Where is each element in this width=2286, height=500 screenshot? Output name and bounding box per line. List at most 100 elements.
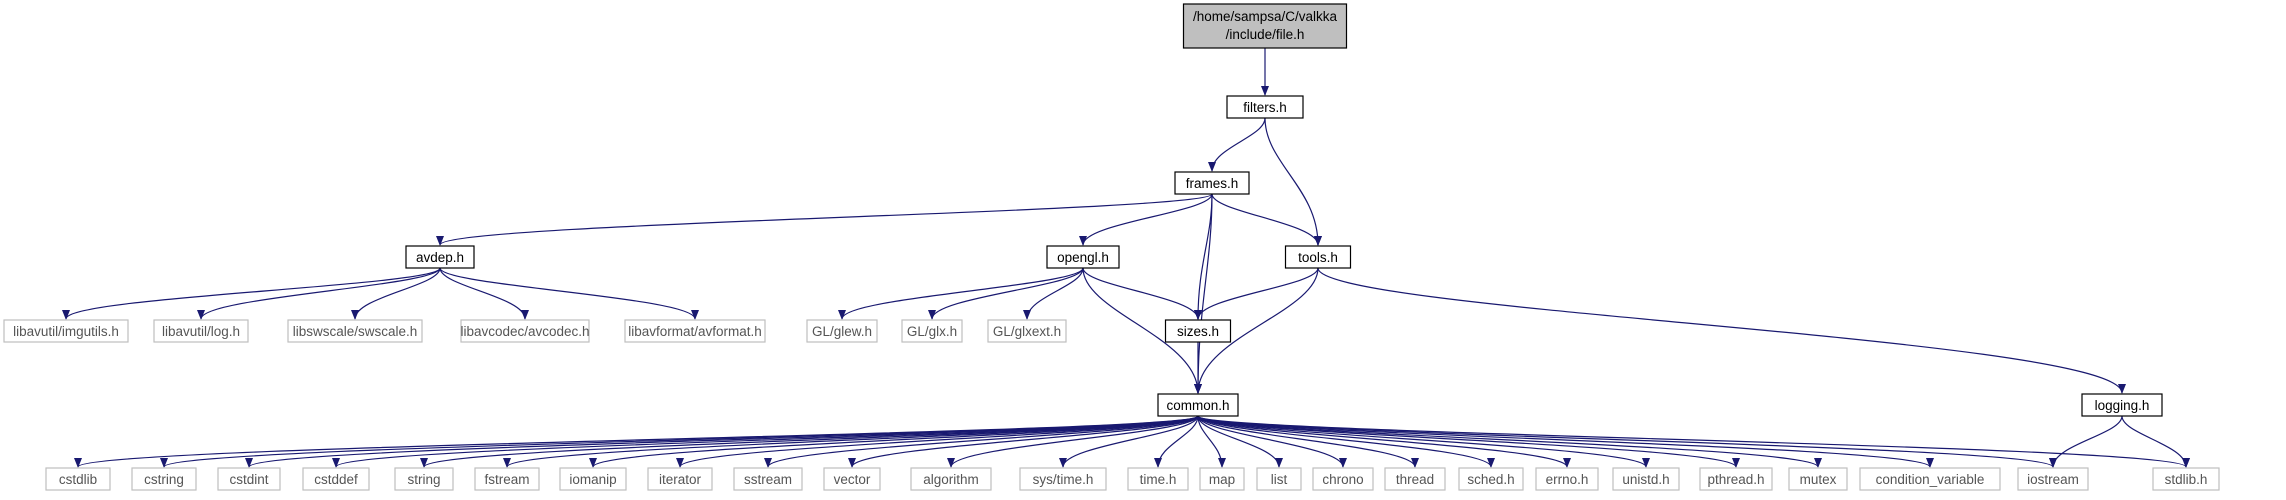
edge-opengl-to-glx (928, 267, 1084, 320)
node-imgutils-label: libavutil/imgutils.h (13, 324, 119, 339)
edge-common-to-condvar (1197, 415, 1934, 468)
edge-common-to-iostream (1197, 415, 2057, 468)
node-common-label: common.h (1166, 398, 1229, 413)
node-timeh: time.h (1127, 467, 1189, 491)
node-sstream-label: sstream (744, 472, 792, 487)
node-avdep-label: avdep.h (416, 250, 464, 265)
edge-avdep-to-avformat (439, 267, 699, 320)
node-iostream-box (2017, 467, 2089, 491)
node-cstdint: cstdint (217, 467, 281, 491)
node-thread-label: thread (1396, 472, 1434, 487)
edge-logging-to-stdlib (2121, 415, 2190, 468)
edge-tools-to-common (1194, 267, 1319, 394)
node-cstdint-label: cstdint (229, 472, 268, 487)
node-mutex-box (1788, 467, 1848, 491)
node-chrono-label: chrono (1322, 472, 1363, 487)
edge-avdep-to-log (197, 267, 441, 320)
node-imgutils-box (3, 319, 129, 343)
edge-common-to-map (1197, 415, 1226, 468)
node-opengl[interactable]: opengl.h (1046, 245, 1120, 269)
edge-common-to-iterator (676, 415, 1199, 468)
edge-common-to-thread (1197, 415, 1419, 468)
node-string-box (394, 467, 454, 491)
edge-frames-to-avdep (436, 193, 1213, 246)
node-systime: sys/time.h (1019, 467, 1107, 491)
edge-filters-to-frames (1208, 117, 1266, 172)
node-sizes-box (1164, 319, 1232, 343)
edge-common-to-vector (848, 415, 1199, 468)
node-map-box (1199, 467, 1245, 491)
node-logging[interactable]: logging.h (2081, 393, 2163, 417)
node-swscale-label: libswscale/swscale.h (293, 324, 418, 339)
node-sstream-box (733, 467, 803, 491)
node-fstream-box (474, 467, 540, 491)
node-pthread-label: pthread.h (1707, 472, 1764, 487)
node-algorithm-box (910, 467, 992, 491)
node-frames-box (1174, 171, 1250, 195)
node-common[interactable]: common.h (1157, 393, 1239, 417)
node-glx-box (901, 319, 963, 343)
node-filters-label: filters.h (1243, 100, 1287, 115)
edge-avdep-to-avcodec (439, 267, 529, 320)
node-list-box (1256, 467, 1302, 491)
edge-opengl-to-glxext (1023, 267, 1084, 320)
node-opengl-label: opengl.h (1057, 250, 1109, 265)
node-errno: errno.h (1535, 467, 1599, 491)
node-avcodec: libavcodec/avcodec.h (460, 319, 590, 343)
node-glxext-box (987, 319, 1067, 343)
node-condvar-box (1859, 467, 2001, 491)
edge-common-to-iomanip (589, 415, 1199, 468)
node-filters[interactable]: filters.h (1226, 95, 1304, 119)
node-mutex: mutex (1788, 467, 1848, 491)
node-tools-label: tools.h (1298, 250, 1338, 265)
node-avformat-box (624, 319, 766, 343)
edge-common-to-list (1197, 415, 1283, 468)
node-filters-box (1226, 95, 1304, 119)
edge-common-to-errno (1197, 415, 1571, 468)
node-list-label: list (1271, 472, 1288, 487)
edge-avdep-to-imgutils (62, 267, 441, 320)
node-glew-box (806, 319, 878, 343)
node-sizes[interactable]: sizes.h (1164, 319, 1232, 343)
node-avcodec-label: libavcodec/avcodec.h (460, 324, 589, 339)
node-unistd-box (1612, 467, 1680, 491)
node-timeh-label: time.h (1140, 472, 1177, 487)
node-chrono-box (1312, 467, 1374, 491)
node-avdep[interactable]: avdep.h (405, 245, 475, 269)
node-frames[interactable]: frames.h (1174, 171, 1250, 195)
node-thread: thread (1384, 467, 1446, 491)
node-root-label-line2: /include/file.h (1226, 27, 1305, 42)
node-cstdlib-box (45, 467, 111, 491)
node-swscale-box (287, 319, 423, 343)
edge-opengl-to-common (1082, 267, 1202, 394)
node-cstdint-box (217, 467, 281, 491)
edge-common-to-stdlib (1197, 415, 2190, 468)
node-glx: GL/glx.h (901, 319, 963, 343)
node-root-label-line1: /home/sampsa/C/valkka (1193, 9, 1338, 24)
node-stdlib: stdlib.h (2152, 467, 2220, 491)
node-tools[interactable]: tools.h (1284, 245, 1352, 269)
edge-common-to-systime (1059, 415, 1199, 468)
node-cstddef-box (302, 467, 370, 491)
edge-filters-to-tools (1264, 117, 1322, 246)
node-cstddef: cstddef (302, 467, 370, 491)
node-stdlib-box (2152, 467, 2220, 491)
node-avdep-box (405, 245, 475, 269)
node-cstdlib-label: cstdlib (59, 472, 97, 487)
node-glew: GL/glew.h (806, 319, 878, 343)
node-cstdlib: cstdlib (45, 467, 111, 491)
node-root[interactable]: /home/sampsa/C/valkka/include/file.h (1182, 3, 1348, 49)
node-systime-box (1019, 467, 1107, 491)
node-vector-box (823, 467, 881, 491)
node-avformat: libavformat/avformat.h (624, 319, 766, 343)
node-swscale: libswscale/swscale.h (287, 319, 423, 343)
edges (62, 48, 2190, 468)
node-stdlib-label: stdlib.h (2165, 472, 2208, 487)
node-glew-label: GL/glew.h (812, 324, 872, 339)
node-fstream-label: fstream (484, 472, 529, 487)
node-timeh-box (1127, 467, 1189, 491)
node-glx-label: GL/glx.h (907, 324, 957, 339)
edge-common-to-mutex (1197, 415, 1822, 468)
node-algorithm-label: algorithm (923, 472, 979, 487)
